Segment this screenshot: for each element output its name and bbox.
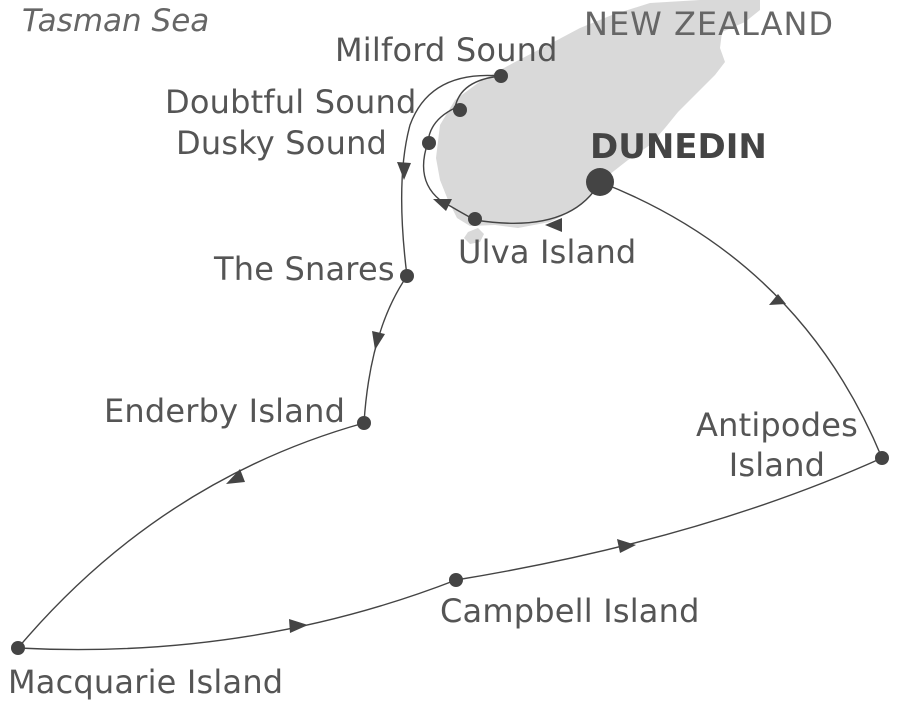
marker-campbell-island[interactable] — [449, 573, 463, 587]
marker-antipodes-island[interactable] — [875, 451, 889, 465]
label-enderby-island: Enderby Island — [104, 392, 346, 430]
label-dusky-sound: Dusky Sound — [176, 124, 388, 162]
label-dunedin-port: DUNEDIN — [590, 127, 767, 167]
arrow-icon-8 — [545, 218, 562, 232]
label-antipodes-island-line1: Antipodes — [696, 406, 858, 444]
route-macquarie-to-campbell — [17, 579, 457, 651]
label-macquarie-island: Macquarie Island — [8, 663, 284, 701]
marker-dusky-sound[interactable] — [422, 136, 436, 150]
arrow-icon-5 — [372, 331, 385, 350]
label-doubtful-sound: Doubtful Sound — [165, 83, 417, 121]
arrow-icon-3 — [289, 619, 308, 633]
label-campbell-island: Campbell Island — [440, 592, 700, 630]
marker-macquarie-island[interactable] — [11, 641, 25, 655]
marker-dunedin-port[interactable] — [586, 168, 614, 196]
marker-enderby-island[interactable] — [357, 416, 371, 430]
route-antipodes-to-dunedin — [599, 181, 883, 459]
marker-doubtful-sound[interactable] — [453, 103, 467, 117]
country-label: NEW ZEALAND — [584, 5, 835, 43]
marker-ulva-island[interactable] — [468, 212, 482, 226]
arrow-icon-2 — [617, 539, 636, 553]
label-milford-sound: Milford Sound — [335, 31, 558, 69]
route-snares-to-enderby — [363, 275, 408, 424]
label-antipodes-island-line2: Island — [728, 446, 826, 484]
stewart-island-landmass — [464, 228, 484, 244]
arrow-icon-1 — [769, 294, 786, 305]
arrow-icon-6 — [397, 162, 411, 180]
route-enderby-to-macquarie — [17, 422, 365, 649]
route-milford-to-snares — [400, 74, 502, 277]
label-ulva-island: Ulva Island — [458, 233, 637, 271]
route-campbell-to-antipodes — [455, 457, 883, 581]
marker-milford-sound[interactable] — [494, 69, 508, 83]
direction-arrows — [226, 162, 786, 633]
arrow-icon-4 — [226, 469, 245, 484]
label-the-snares: The Snares — [214, 250, 395, 288]
arrow-icon-7 — [433, 199, 452, 211]
marker-the-snares[interactable] — [400, 269, 414, 283]
south-island-landmass — [436, 0, 760, 228]
sea-label: Tasman Sea — [22, 3, 210, 39]
